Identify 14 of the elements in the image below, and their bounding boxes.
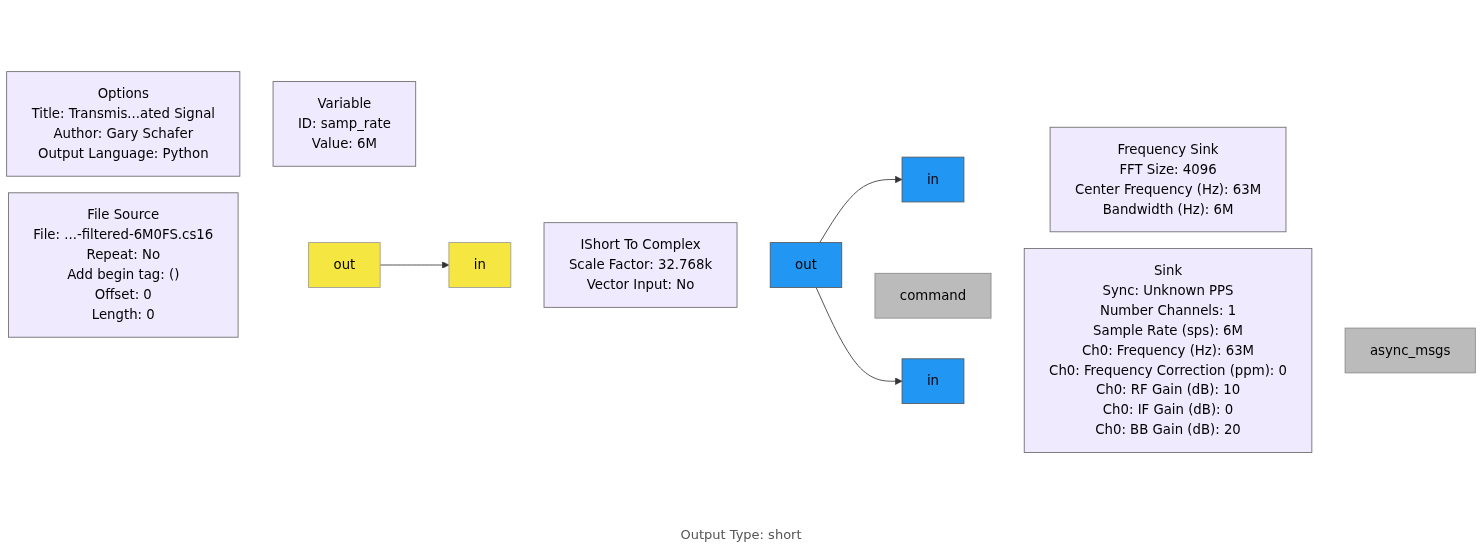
node-box: out <box>308 242 381 289</box>
node-box: IShort To Complex Scale Factor: 32.768k Vector Input: No <box>543 222 738 309</box>
node-box: in <box>901 157 965 203</box>
node-box: Options Title: Transmis...ated Signal Author: Gary Schafer Output Language: Python <box>6 71 241 177</box>
output-type-note: Output Type: short <box>680 527 802 542</box>
node-box: Variable ID: samp_rate Value: 6M <box>272 81 417 168</box>
node-box: in <box>448 242 512 289</box>
node-box: out <box>769 242 843 289</box>
node-box: Sink Sync: Unknown PPS Number Channels: 1 Sample Rate (sps): 6M Ch0: Frequency (Hz): 63M Ch0: Frequency Correction (ppm): 0 Ch0: RF Gain (dB): 10 Ch0: IF Gain (dB): 0 Ch0: BB Gain (dB): 20 <box>1023 248 1313 454</box>
node-box: in <box>901 358 965 405</box>
node-box: File Source File: ...-filtered-6M0FS.cs16 Repeat: No Add begin tag: () Offset: 0 Length: 0 <box>8 192 239 338</box>
node-box: command <box>874 273 992 319</box>
node-box: async_msgs <box>1344 328 1476 374</box>
node-box: Frequency Sink FFT Size: 4096 Center Frequency (Hz): 63M Bandwidth (Hz): 6M <box>1049 127 1287 233</box>
